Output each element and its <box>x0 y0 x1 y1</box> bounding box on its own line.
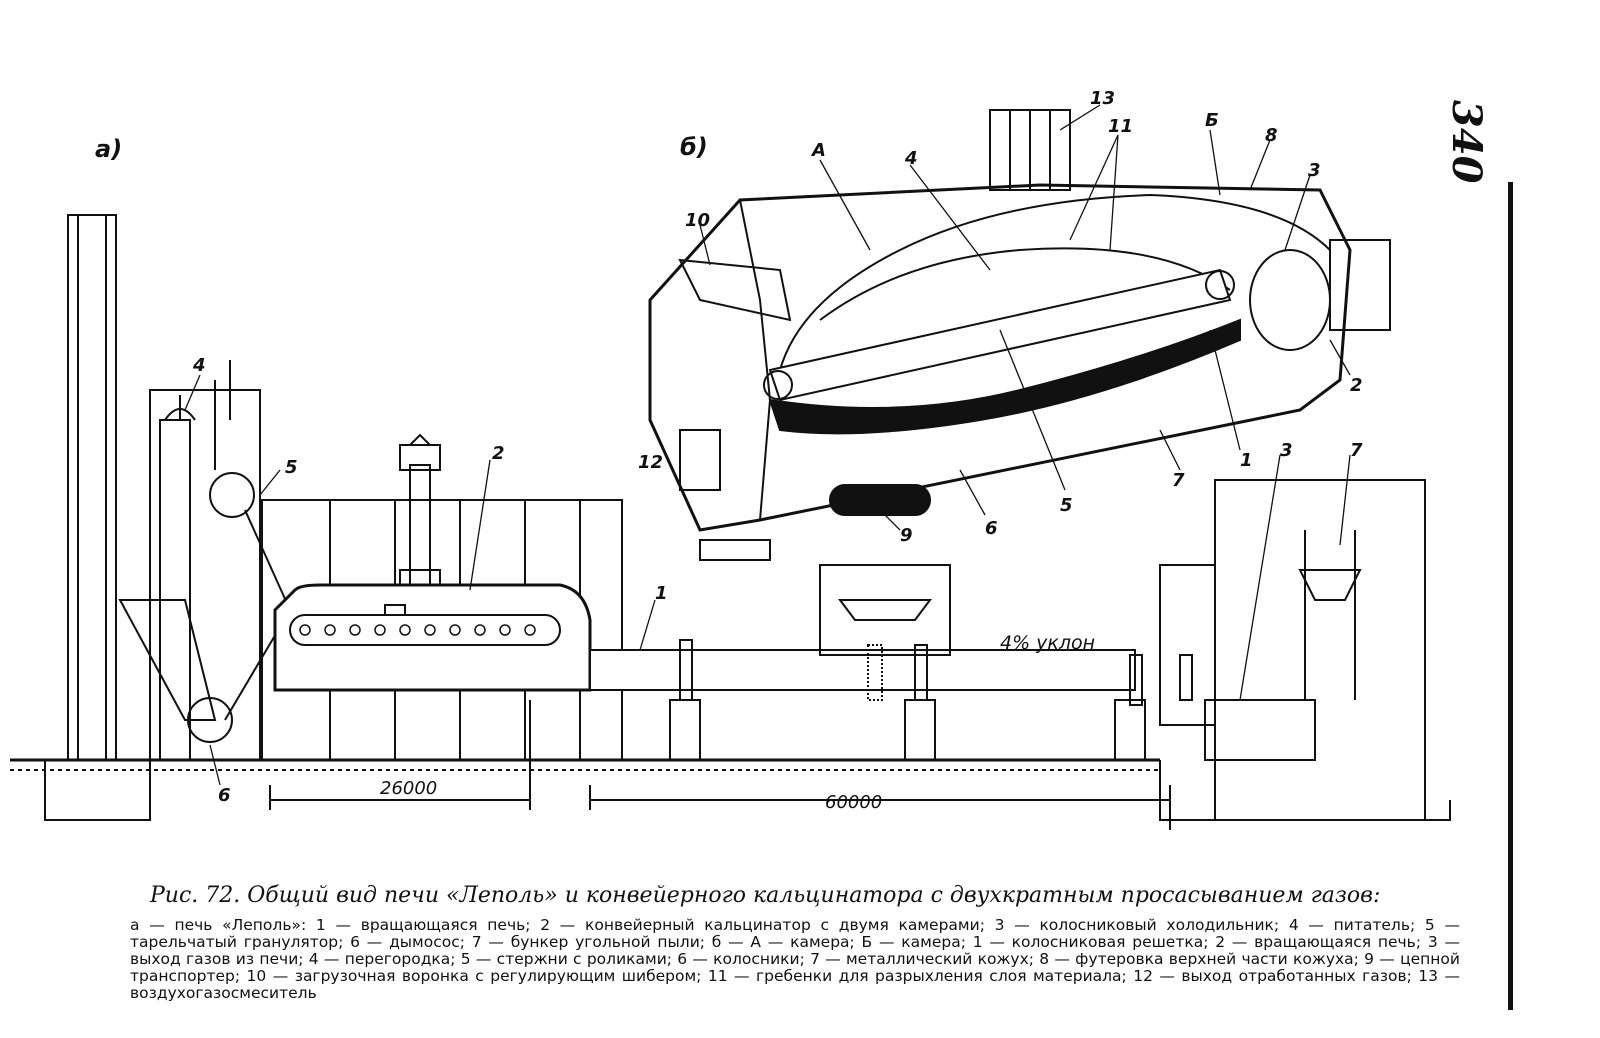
callout-a-6: 6 <box>218 785 231 806</box>
callout-b-8: 8 <box>1265 125 1278 146</box>
callout-b-9: 9 <box>900 525 913 546</box>
callout-b-12: 12 <box>638 452 664 473</box>
margin-rule <box>1508 182 1513 1010</box>
callout-a-3: 3 <box>1280 440 1293 461</box>
callout-b-10: 10 <box>685 210 711 231</box>
callout-b-13: 13 <box>1090 88 1116 109</box>
callout-a-1: 1 <box>655 583 668 604</box>
panel-label-b: б) <box>680 133 708 161</box>
callout-a-5: 5 <box>285 457 298 478</box>
callout-a-7: 7 <box>1350 440 1363 461</box>
callout-b-2: 2 <box>1350 375 1363 396</box>
callout-a-2: 2 <box>492 443 505 464</box>
callout-b-4: 4 <box>905 148 918 169</box>
dimension-60000: 60000 <box>825 792 883 813</box>
callout-b-1: 1 <box>1240 450 1253 471</box>
slope-label: 4% уклон <box>1000 632 1096 654</box>
callout-b-6: 6 <box>985 518 998 539</box>
callout-b-A: А <box>812 140 826 161</box>
dimension-26000: 26000 <box>380 778 438 799</box>
figure-caption-title: Рис. 72. Общий вид печи «Леполь» и конве… <box>150 883 1381 908</box>
callout-b-7: 7 <box>1172 470 1185 491</box>
callout-b-B: Б <box>1205 110 1219 131</box>
callout-b-3: 3 <box>1308 160 1321 181</box>
figure-caption-legend: а — печь «Леполь»: 1 — вращающаяся печь;… <box>130 916 1460 1002</box>
callout-b-11: 11 <box>1108 116 1134 137</box>
callout-b-5: 5 <box>1060 495 1073 516</box>
panel-label-a: а) <box>95 135 123 163</box>
callout-a-4: 4 <box>193 355 206 376</box>
